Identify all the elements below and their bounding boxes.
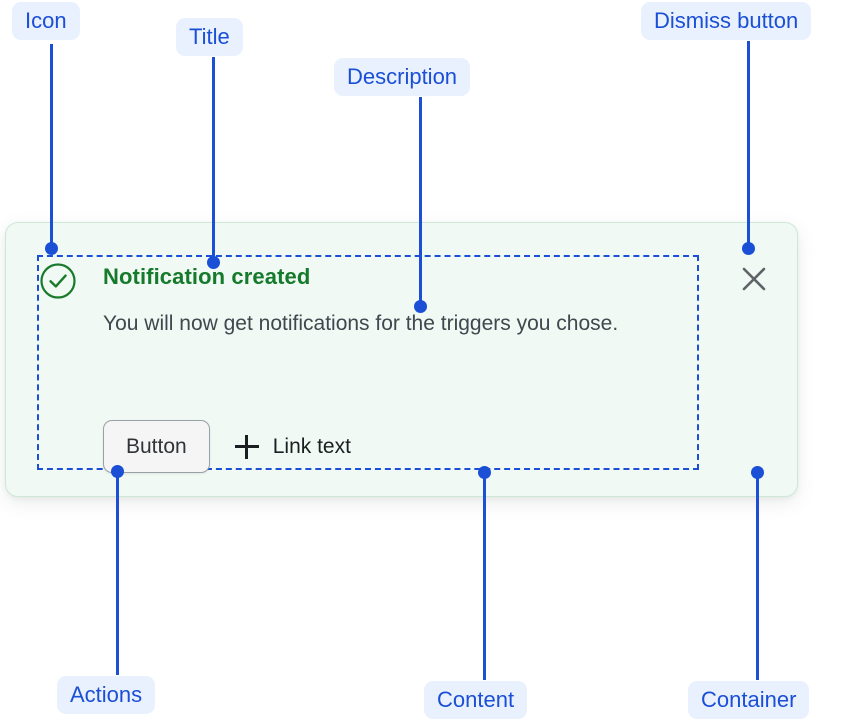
- leader-dot-dismiss: [742, 242, 755, 255]
- leader-dot-container: [751, 466, 764, 479]
- notification-title: Notification created: [103, 264, 311, 289]
- annotation-label-actions: Actions: [57, 676, 156, 714]
- notification-description: You will now get notifications for the t…: [103, 312, 619, 335]
- secondary-button[interactable]: Button: [103, 420, 210, 473]
- notification-container: Notification created You will now get no…: [5, 222, 798, 497]
- leader-line-actions: [116, 470, 119, 675]
- leader-line-content: [483, 472, 486, 680]
- leader-line-container: [756, 472, 759, 680]
- link-action[interactable]: Link text: [234, 434, 351, 459]
- plus-icon: [234, 434, 259, 459]
- leader-dot-actions: [111, 465, 124, 478]
- leader-line-title: [212, 57, 215, 262]
- annotation-label-icon: Icon: [12, 2, 80, 40]
- leader-line-description: [419, 97, 422, 306]
- notification-content-region: Notification created You will now get no…: [37, 255, 699, 473]
- check-circle-icon: [39, 262, 77, 300]
- leader-dot-icon: [45, 242, 58, 255]
- leader-line-icon: [50, 44, 53, 249]
- link-action-label: Link text: [272, 434, 351, 458]
- leader-line-dismiss: [747, 41, 750, 249]
- leader-dot-content: [478, 466, 491, 479]
- notification-actions: Button Link text: [103, 420, 351, 473]
- leader-dot-title: [207, 256, 220, 269]
- annotation-label-container: Container: [688, 681, 810, 719]
- leader-dot-description: [414, 300, 427, 313]
- annotation-label-dismiss: Dismiss button: [641, 2, 812, 40]
- annotation-label-description: Description: [334, 58, 471, 96]
- annotation-label-content: Content: [424, 681, 528, 719]
- close-icon[interactable]: [736, 261, 772, 297]
- annotation-label-title: Title: [176, 18, 243, 56]
